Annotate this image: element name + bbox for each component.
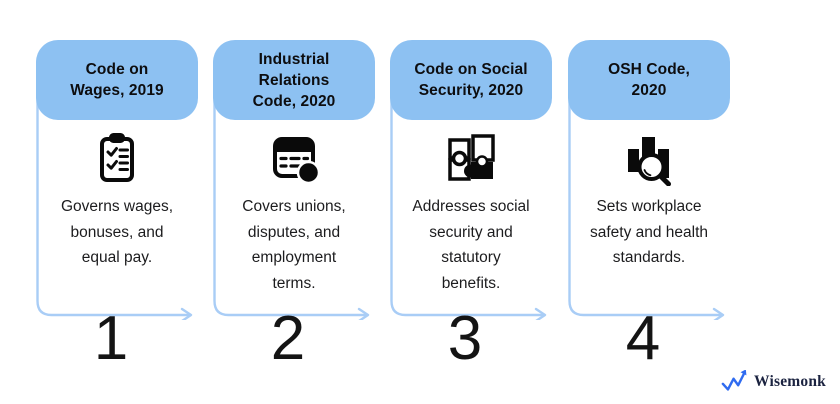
card-title: Industrial Relations Code, 2020 bbox=[252, 50, 336, 110]
brand-logo: Wisemonk bbox=[721, 370, 826, 394]
clipboard-checklist-icon bbox=[88, 129, 146, 187]
trend-line-arrow-icon bbox=[721, 370, 747, 391]
card-header: Code on Wages, 2019 bbox=[36, 40, 198, 120]
card-header: OSH Code, 2020 bbox=[568, 40, 730, 120]
card-industrial-relations: Industrial Relations Code, 2020 Covers u… bbox=[213, 40, 375, 380]
step-number: 3 bbox=[447, 304, 483, 373]
step-number: 1 bbox=[93, 304, 129, 373]
card-description: Governs wages, bonuses, and equal pay. bbox=[61, 198, 173, 266]
card-description: Addresses social security and statutory … bbox=[412, 198, 530, 292]
card-description: Covers unions, disputes, and employment … bbox=[242, 198, 346, 292]
bar-chart-magnifier-icon bbox=[620, 129, 678, 187]
card-social-security: Code on Social Security, 2020 Addresses … bbox=[390, 40, 552, 380]
card-header: Code on Social Security, 2020 bbox=[390, 40, 552, 120]
card-code-on-wages: Code on Wages, 2019 Governs wages, bonus… bbox=[36, 40, 198, 380]
card-title: Code on Social Security, 2020 bbox=[414, 61, 528, 99]
step-number: 2 bbox=[270, 304, 306, 373]
card-description: Sets workplace safety and health standar… bbox=[589, 198, 709, 266]
brand-name: Wisemonk bbox=[754, 373, 826, 390]
step-number: 4 bbox=[625, 304, 661, 373]
puzzle-pieces-icon bbox=[442, 129, 500, 187]
card-osh-code: OSH Code, 2020 Sets workplace safety and… bbox=[568, 40, 730, 380]
card-header: Industrial Relations Code, 2020 bbox=[213, 40, 375, 120]
calendar-agenda-icon bbox=[265, 129, 323, 187]
card-title: Code on Wages, 2019 bbox=[70, 61, 164, 99]
card-title: OSH Code, 2020 bbox=[608, 61, 690, 99]
